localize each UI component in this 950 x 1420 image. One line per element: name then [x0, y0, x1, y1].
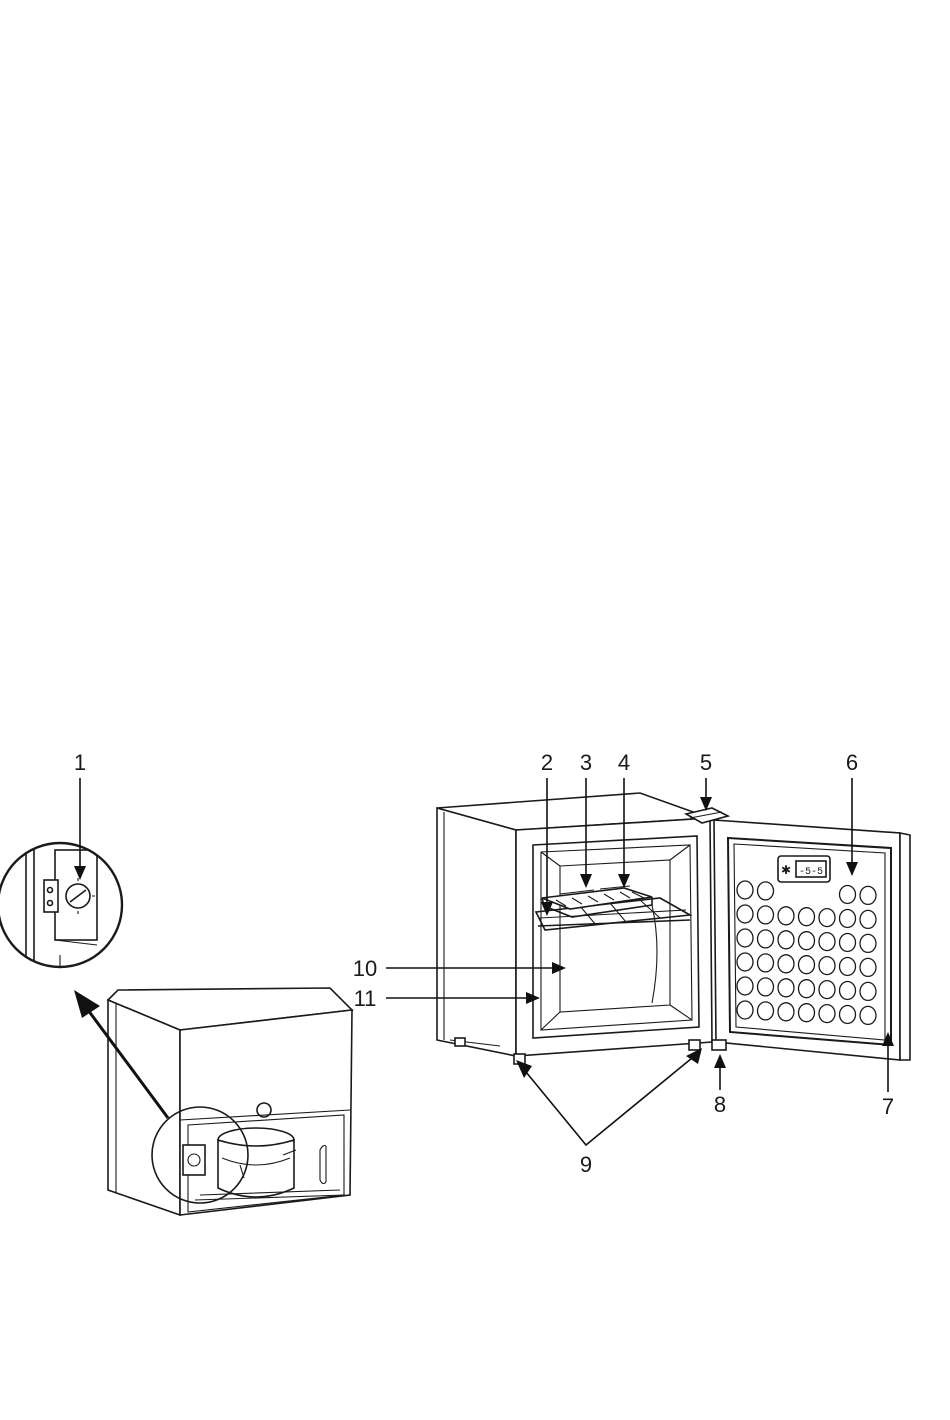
door-dimple: [758, 882, 774, 900]
door-dimple: [737, 905, 753, 923]
leveling-foot-right: [689, 1040, 700, 1050]
door-dimple: [819, 909, 835, 927]
callout-6: 6: [846, 750, 858, 775]
door-dimple: [799, 980, 815, 998]
snowflake-icon: ✱: [781, 863, 791, 877]
callout-8: 8: [714, 1092, 726, 1117]
door-dimple: [819, 981, 835, 999]
door-dimple: [799, 932, 815, 950]
door-dimple: [799, 956, 815, 974]
door-dimple: [778, 907, 794, 925]
door-dimple: [737, 977, 753, 995]
callout-3: 3: [580, 750, 592, 775]
door-dimple: [778, 955, 794, 973]
door-dimple: [737, 881, 753, 899]
door-dimple: [860, 934, 876, 952]
door-dimple: [799, 908, 815, 926]
door-dimple: [860, 982, 876, 1000]
callout-1: 1: [74, 750, 86, 775]
callout-2: 2: [541, 750, 553, 775]
callout-4: 4: [618, 750, 630, 775]
rear-view-unit: [108, 988, 352, 1215]
door-dimple: [758, 954, 774, 972]
freezer-cabinet: [437, 793, 712, 1064]
door-dimple: [840, 982, 856, 1000]
door-dimple: [840, 934, 856, 952]
callout-10: 10: [353, 956, 377, 981]
door-dimple: [758, 1002, 774, 1020]
door-dimple: [819, 957, 835, 975]
freezer-door: -5-5 ✱: [712, 820, 910, 1060]
door-dimple: [840, 886, 856, 904]
door-dimple: [758, 930, 774, 948]
bottom-hinge: [712, 1040, 726, 1050]
door-dimple: [799, 1004, 815, 1022]
thermostat-detail-zoom: [0, 840, 130, 970]
door-dimple: [819, 1005, 835, 1023]
display-readout: -5-5: [799, 867, 823, 878]
freezer-compartment: [533, 836, 699, 1038]
callout-7: 7: [882, 1094, 894, 1119]
door-dimple: [778, 1003, 794, 1021]
callout-11: 11: [354, 986, 377, 1011]
door-dimple: [737, 953, 753, 971]
door-dimple: [860, 1006, 876, 1024]
door-dimple: [840, 910, 856, 928]
door-dimple: [840, 1006, 856, 1024]
door-dimple: [860, 958, 876, 976]
door-dimple: [840, 958, 856, 976]
door-dimple: [778, 979, 794, 997]
compressor: [218, 1128, 296, 1197]
door-display-panel: -5-5 ✱: [778, 856, 830, 882]
callout-9: 9: [580, 1152, 592, 1177]
door-dimple: [819, 933, 835, 951]
door-dimple: [737, 929, 753, 947]
door-dimple: [860, 910, 876, 928]
callout-5: 5: [700, 750, 712, 775]
door-dimple: [737, 1001, 753, 1019]
door-dimple: [758, 906, 774, 924]
door-dimple: [860, 886, 876, 904]
door-dimple: [758, 978, 774, 996]
door-dimple: [778, 931, 794, 949]
